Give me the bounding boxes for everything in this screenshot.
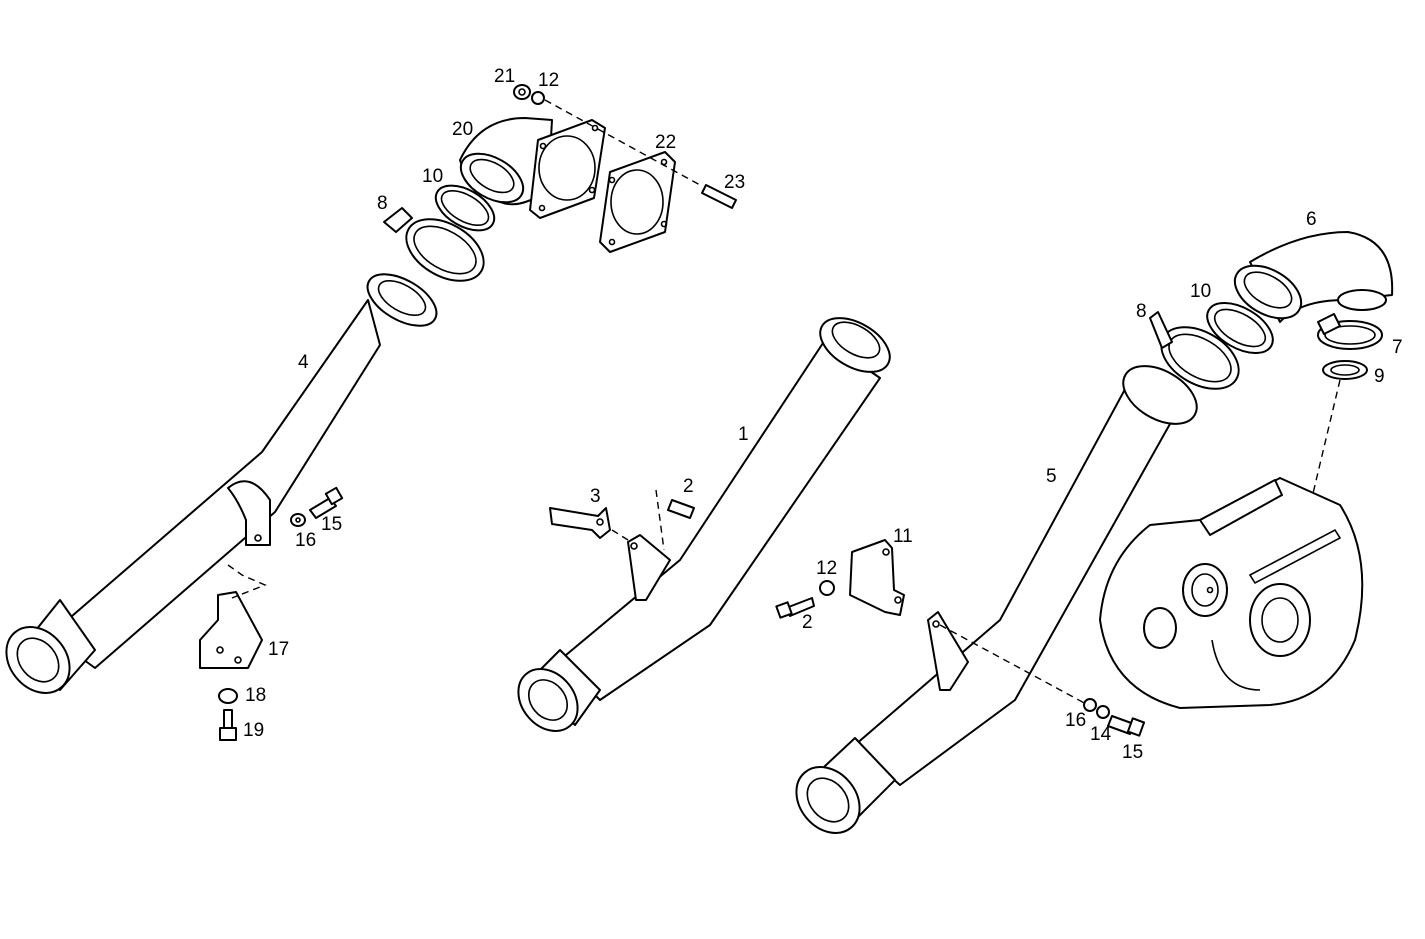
callout-3: 3 (590, 486, 601, 507)
callout-8-right: 8 (1136, 301, 1147, 322)
callout-20: 20 (452, 119, 473, 140)
callout-12-top: 12 (538, 70, 559, 91)
callout-17: 17 (268, 639, 289, 660)
bolt-15-right (1107, 715, 1146, 737)
callout-12-right: 12 (816, 558, 837, 579)
stud-23 (701, 184, 737, 209)
washer-12-right (819, 580, 835, 596)
leader-stud-axis (544, 99, 701, 186)
callout-10-right: 10 (1190, 281, 1211, 302)
callout-15-right: 15 (1122, 742, 1143, 763)
pipe-clamp-bracket (227, 480, 271, 546)
bracket-3 (549, 507, 611, 539)
washer-14 (1096, 705, 1110, 719)
gasket-22 (599, 151, 676, 253)
callout-16-left: 16 (295, 530, 316, 551)
flange-plate (529, 119, 606, 219)
leader-bolt-15-right (939, 624, 1089, 706)
bracket-17 (199, 591, 263, 669)
callout-2-middle: 2 (683, 476, 694, 497)
pipe-5 (795, 365, 1198, 834)
seal-ring-10-left (434, 184, 496, 232)
clamp-7 (1317, 313, 1383, 350)
callout-5: 5 (1046, 466, 1057, 487)
callout-8-left: 8 (377, 193, 388, 214)
washer-16-right (1083, 698, 1097, 712)
gasket-9 (1322, 360, 1368, 380)
washer-18 (218, 688, 238, 704)
callout-15-left: 15 (321, 514, 342, 535)
callout-16-right: 16 (1065, 710, 1086, 731)
callout-6: 6 (1306, 209, 1317, 230)
callout-9: 9 (1374, 366, 1385, 387)
bolt-2-right (775, 597, 815, 619)
bolt-2-middle (667, 499, 695, 519)
bracket-11 (849, 539, 905, 616)
callout-4: 4 (298, 352, 309, 373)
clamp-8-left (383, 207, 485, 282)
nut-21 (513, 84, 531, 100)
clamp-8-right (1149, 311, 1240, 390)
leader-bracket-17 (227, 564, 267, 599)
callout-22: 22 (655, 132, 676, 153)
callout-10-left: 10 (422, 166, 443, 187)
callout-7: 7 (1392, 337, 1403, 358)
callout-14: 14 (1090, 724, 1112, 745)
pipe-1 (517, 317, 891, 732)
callout-2-right: 2 (802, 612, 813, 633)
turbocharger-housing (1099, 477, 1364, 709)
bolt-15-left (309, 486, 344, 519)
washer-12-top (531, 91, 545, 105)
leader-bracket-3 (611, 489, 665, 551)
bolt-19 (219, 709, 237, 741)
callout-21: 21 (494, 66, 515, 87)
callout-19: 19 (243, 720, 264, 741)
callout-11: 11 (893, 526, 913, 547)
seal-ring-10-right (1206, 302, 1274, 354)
pipe-4 (5, 273, 438, 694)
callout-18: 18 (245, 685, 266, 706)
callout-1: 1 (738, 424, 749, 445)
washer-16-left (290, 513, 306, 527)
elbow-20 (459, 117, 553, 206)
callout-23: 23 (724, 172, 745, 193)
elbow-6 (1233, 231, 1394, 323)
